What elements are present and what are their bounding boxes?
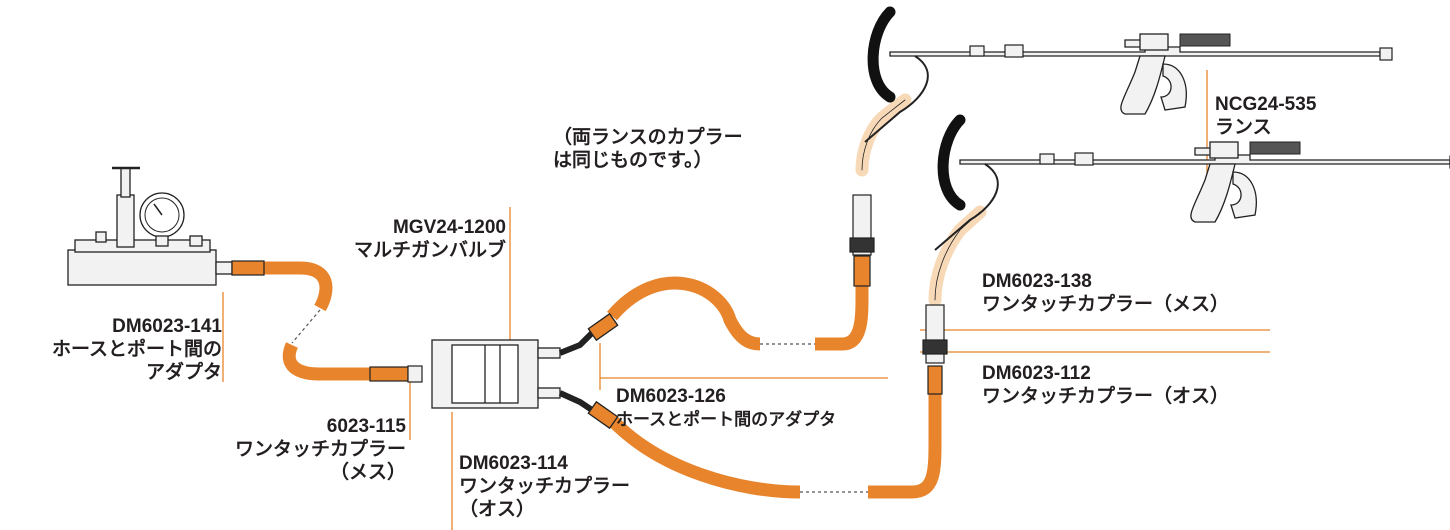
label-mgv24-1200-line2: マルチガンバルブ (353, 240, 506, 261)
label-6023-115-code: 6023-115 (326, 416, 406, 437)
label-dm6023-112-line2: ワンタッチカプラー（オス） (982, 386, 1230, 407)
label-dm6023-112-code: DM6023-112 (982, 363, 1091, 384)
label-dm6023-114-line2: ワンタッチカプラー (459, 476, 631, 497)
label-dm6023-114: DM6023-114 ワンタッチカプラー （オス） (459, 452, 630, 521)
label-ncg24-535: NCG24-535 ランス (1215, 93, 1316, 139)
label-coupler-note-line2: は同じものです。） (553, 150, 713, 171)
label-ncg24-535-code: NCG24-535 (1215, 94, 1317, 115)
label-dm6023-126-line2: ホースとポート間のアダプタ (616, 410, 837, 429)
label-dm6023-138: DM6023-138 ワンタッチカプラー（メス） (982, 270, 1229, 316)
label-dm6023-114-line3: （オス） (459, 499, 536, 520)
label-6023-115-line3: （メス） (329, 462, 406, 483)
label-dm6023-138-line2: ワンタッチカプラー（メス） (982, 294, 1230, 315)
label-6023-115-line2: ワンタッチカプラー (234, 439, 406, 460)
label-dm6023-112: DM6023-112 ワンタッチカプラー（オス） (982, 362, 1229, 408)
label-dm6023-141-line2: ホースとポート間の (51, 339, 222, 360)
label-dm6023-114-code: DM6023-114 (459, 453, 568, 474)
label-coupler-note-line1: （両ランスのカプラー (553, 127, 743, 148)
label-dm6023-126: DM6023-126 ホースとポート間のアダプタ (616, 385, 836, 431)
label-dm6023-126-code: DM6023-126 (616, 386, 726, 407)
label-dm6023-141-code: DM6023-141 (112, 316, 222, 337)
label-coupler-note: （両ランスのカプラー は同じものです。） (553, 126, 743, 172)
label-dm6023-138-code: DM6023-138 (982, 271, 1092, 292)
label-mgv24-1200-code: MGV24-1200 (392, 217, 506, 238)
label-dm6023-141: DM6023-141 ホースとポート間の アダプタ (0, 315, 222, 384)
label-ncg24-535-line2: ランス (1215, 117, 1272, 138)
label-dm6023-141-line3: アダプタ (145, 362, 222, 383)
label-mgv24-1200: MGV24-1200 マルチガンバルブ (300, 216, 506, 262)
label-6023-115: 6023-115 ワンタッチカプラー （メス） (180, 415, 406, 484)
